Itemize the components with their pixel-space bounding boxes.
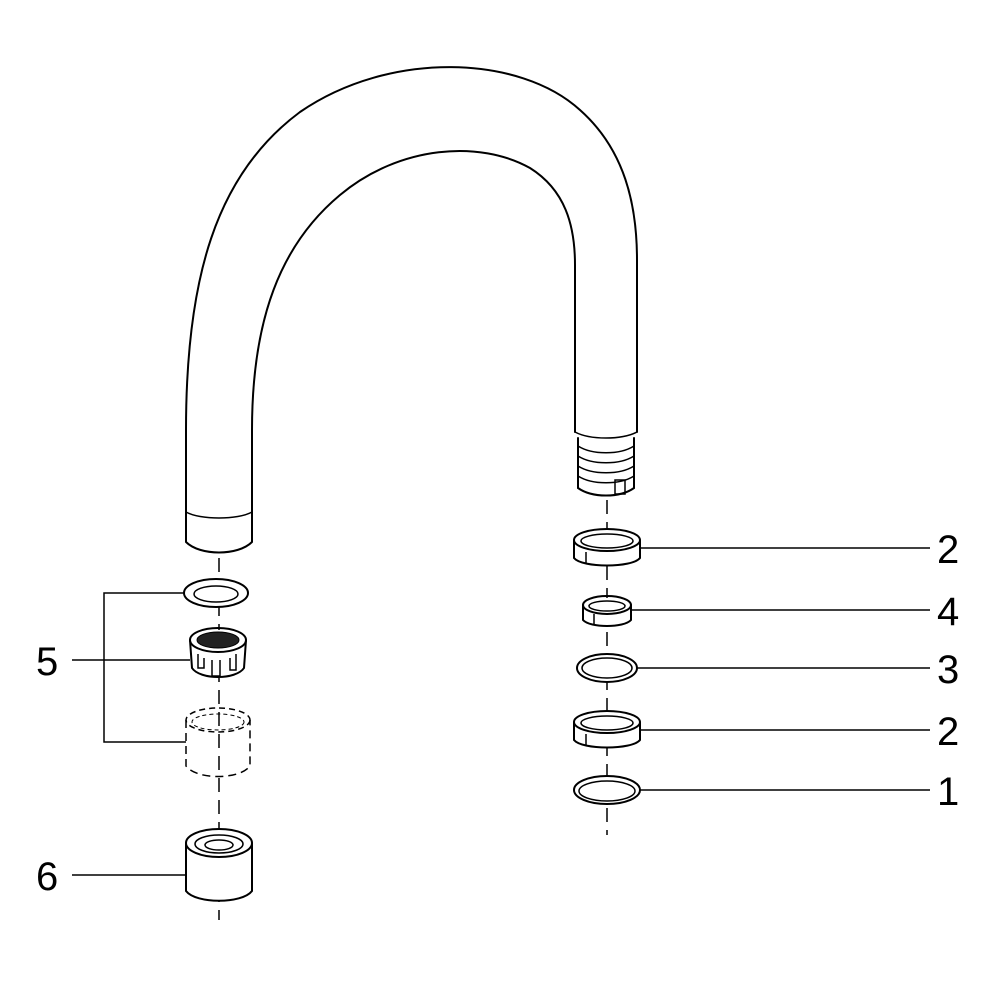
callout-part-4: 4 <box>937 590 959 634</box>
callout-part-6: 6 <box>36 855 58 899</box>
washer <box>573 775 641 805</box>
aerator-housing-dashed <box>185 707 251 778</box>
split-ring-upper <box>573 528 641 567</box>
callout-part-5: 5 <box>36 640 58 684</box>
callout-part-2-lower: 2 <box>937 710 959 754</box>
callout-part-2-upper: 2 <box>937 528 959 572</box>
aerator-insert <box>189 627 247 678</box>
callout-part-3: 3 <box>937 648 959 692</box>
clip-ring <box>582 595 632 628</box>
outlet-cap <box>185 828 253 902</box>
callout-part-1: 1 <box>937 770 959 814</box>
bracket-part-5 <box>103 592 186 743</box>
o-ring <box>576 653 638 683</box>
spout-body <box>185 66 638 554</box>
aerator-gasket <box>183 578 249 608</box>
split-ring-lower <box>573 710 641 749</box>
threaded-connector <box>574 431 638 497</box>
